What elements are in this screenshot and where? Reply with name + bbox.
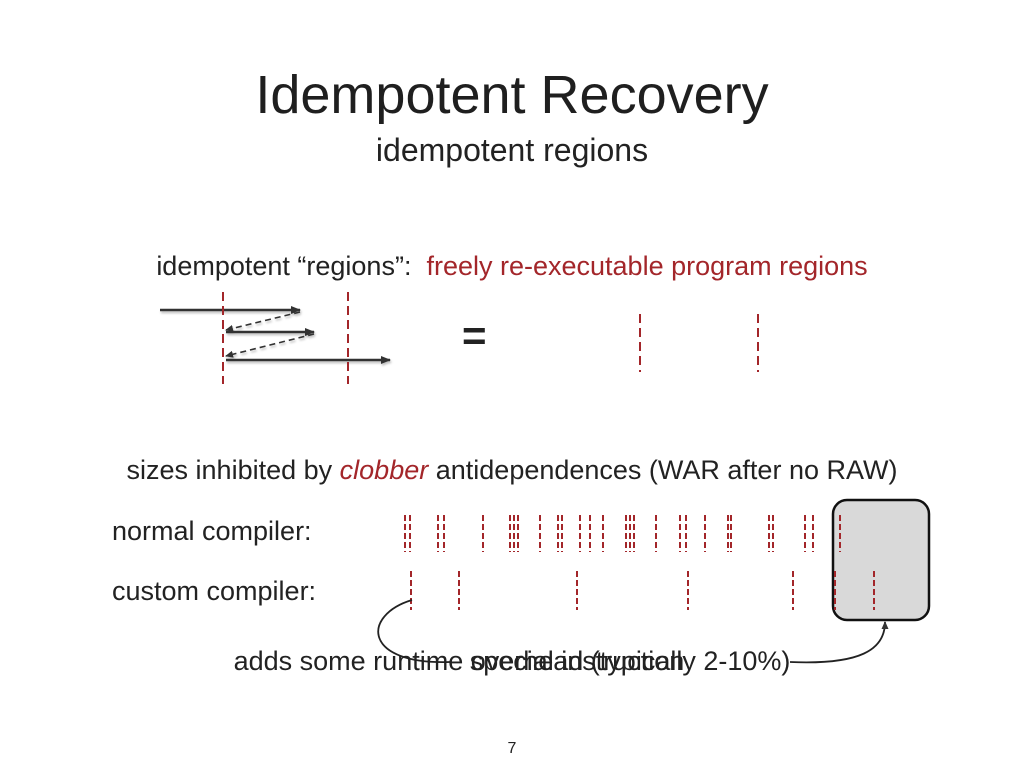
rollback-arrow — [225, 333, 315, 358]
page-number: 7 — [507, 740, 517, 757]
overhead-note: adds some runtime overhead (typically 2-… — [233, 646, 791, 676]
sizes-statement: sizes inhibited by clobber antidependenc… — [0, 453, 1024, 487]
special-instruction-highlight — [831, 498, 931, 622]
reexecution-diagram — [160, 306, 391, 364]
sizes-prefix: sizes inhibited by — [126, 455, 333, 485]
regions-definition: idempotent “regions”: freely re-executab… — [0, 249, 1024, 283]
custom-compiler-label: custom compiler: — [112, 576, 317, 606]
sizes-keyword: clobber — [339, 455, 429, 485]
slide-subtitle: idempotent regions — [375, 132, 649, 168]
custom-compiler-timeline — [376, 571, 915, 610]
rollback-arrow — [225, 311, 301, 332]
special-instruction-note: special instruction — [469, 646, 685, 676]
equals-sign: = — [462, 312, 487, 359]
regions-intro: idempotent “regions”: — [156, 251, 412, 281]
normal-compiler-timeline — [376, 515, 873, 552]
normal-boundaries — [404, 515, 841, 552]
right-curve-arrow — [789, 621, 889, 664]
sizes-suffix: antidependences (WAR after no RAW) — [435, 455, 898, 485]
slide-title: Idempotent Recovery — [255, 65, 769, 125]
regions-def: freely re-executable program regions — [426, 251, 868, 281]
normal-compiler-label: normal compiler: — [112, 516, 312, 546]
custom-boundaries — [410, 571, 875, 610]
left-curve-arrow — [377, 599, 451, 663]
